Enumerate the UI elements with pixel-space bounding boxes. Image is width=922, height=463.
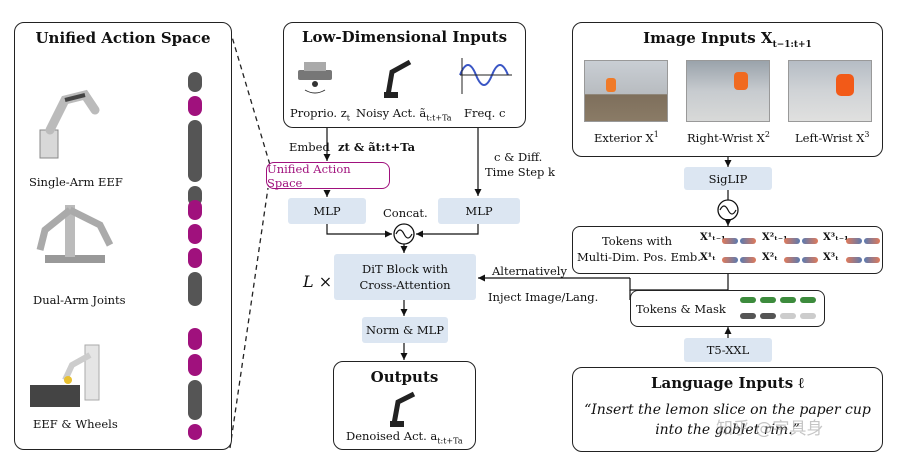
mask-token — [800, 313, 816, 319]
lang-token — [740, 297, 756, 303]
language-inputs-panel: Language Inputs ℓ “Insert the lemon slic… — [572, 367, 883, 452]
img-token — [740, 257, 756, 263]
tokens-mask-label: Tokens & Mask — [636, 302, 726, 316]
robot-label-dual-arm: Dual-Arm Joints — [33, 293, 126, 307]
token-label-r2-3: X³ₜ — [823, 252, 839, 263]
img-token — [722, 238, 738, 244]
view-label-exterior: Exterior X1 — [594, 130, 659, 145]
left-wrist-photo — [788, 60, 872, 122]
img-token — [846, 238, 862, 244]
dit-block-box: DiT Block with Cross-Attention — [334, 254, 476, 300]
token-label-r2-1: X¹ₜ — [700, 252, 716, 263]
img-token — [864, 257, 880, 263]
dashed-line-top — [229, 29, 271, 166]
outputs-title: Outputs — [370, 368, 439, 386]
tokens-mask-panel — [630, 290, 825, 327]
language-line1: “Insert the lemon slice on the paper cup — [584, 402, 871, 418]
action-token-3c — [188, 380, 202, 420]
inject-label: Inject Image/Lang. — [488, 290, 599, 304]
token-label-r2-2: X²ₜ — [762, 252, 778, 263]
robot-label-eef-wheels: EEF & Wheels — [33, 417, 118, 431]
exterior-photo — [584, 60, 668, 122]
noisy-action-label: Noisy Act. ãt:t+Ta — [356, 106, 452, 123]
panel-title: Unified Action Space — [35, 29, 211, 47]
mask-token — [780, 313, 796, 319]
exterior-drink — [606, 78, 616, 92]
action-token-3b — [188, 354, 202, 376]
dit-line1: DiT Block with — [362, 262, 448, 276]
image-inputs-title: Image Inputs Xt−1:t+1 — [643, 29, 812, 50]
siglip-box: SigLIP — [684, 167, 772, 190]
left-wrist-drink — [836, 74, 854, 96]
watermark: 知乎 @宇具身 — [716, 419, 824, 439]
low-dim-title: Low-Dimensional Inputs — [301, 28, 508, 46]
action-token-2b — [188, 224, 202, 244]
mask-token — [760, 313, 776, 319]
action-token-1b — [188, 96, 202, 116]
tokens-panel — [572, 226, 883, 274]
mlp-right-box: MLP — [438, 198, 520, 224]
freq-label: Freq. c — [464, 106, 506, 120]
img-token — [784, 238, 800, 244]
alternatively-label: Alternatively — [492, 264, 567, 278]
action-token-1c — [188, 120, 202, 182]
action-token-2a — [188, 200, 202, 220]
unified-action-space-box: Unified Action Space — [266, 162, 390, 190]
token-label-r1-3: X³ₜ₋₁ — [823, 232, 849, 243]
view-label-right-wrist: Right-Wrist X2 — [687, 130, 770, 145]
action-token-2c — [188, 248, 202, 268]
lang-token — [780, 297, 796, 303]
robot-label-single-arm: Single-Arm EEF — [29, 175, 123, 189]
proprio-label: Proprio. zt — [290, 106, 351, 123]
concat-label: Concat. — [383, 206, 428, 220]
embed-vars-label: zt & ãt:t+Ta — [338, 140, 416, 154]
tokens-line1: Tokens with — [602, 234, 672, 248]
img-token — [722, 257, 738, 263]
action-token-2d — [188, 272, 202, 306]
mask-token — [740, 313, 756, 319]
norm-mlp-box: Norm & MLP — [362, 317, 448, 343]
action-token-1a — [188, 72, 202, 92]
action-token-3d — [188, 424, 202, 440]
dit-line2: Cross-Attention — [359, 278, 451, 292]
action-token-3a — [188, 328, 202, 350]
img-token — [784, 257, 800, 263]
img-token — [740, 238, 756, 244]
token-label-r1-1: X¹ₜ₋₁ — [700, 232, 726, 243]
img-token — [846, 257, 862, 263]
mlp-left-box: MLP — [288, 198, 366, 224]
view-label-left-wrist: Left-Wrist X3 — [795, 130, 870, 145]
layer-count-label: L × — [303, 272, 333, 291]
token-label-r1-2: X²ₜ₋₁ — [762, 232, 788, 243]
lang-token — [760, 297, 776, 303]
t5-box: T5-XXL — [684, 338, 772, 362]
language-title: Language Inputs ℓ — [650, 374, 805, 392]
c-diff-label: c & Diff. — [494, 150, 543, 164]
lang-token — [800, 297, 816, 303]
dashed-line-bottom — [229, 187, 269, 449]
time-step-label: Time Step k — [485, 165, 556, 179]
right-wrist-photo — [686, 60, 770, 122]
language-line2: into the goblet rim.” — [655, 422, 800, 438]
img-token — [802, 257, 818, 263]
denoised-label: Denoised Act. at:t+Ta — [346, 429, 463, 446]
img-token — [802, 238, 818, 244]
embed-label: Embed — [289, 140, 330, 154]
tokens-line2: Multi-Dim. Pos. Emb. — [577, 250, 701, 264]
right-wrist-drink — [734, 72, 748, 90]
img-token — [864, 238, 880, 244]
